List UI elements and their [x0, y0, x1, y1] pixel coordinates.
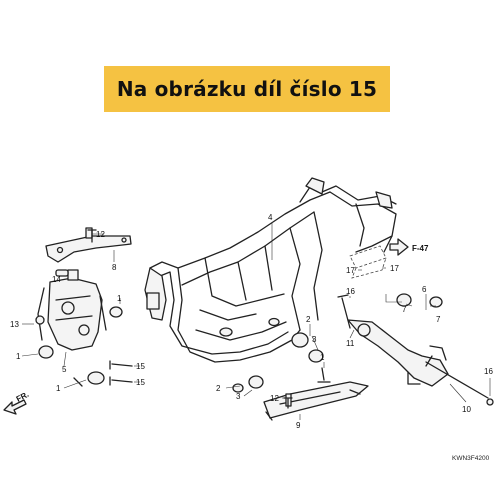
- nut-14[interactable]: [317, 367, 331, 383]
- label-7-left: 7: [402, 305, 407, 314]
- label-12-top: 12: [96, 230, 105, 239]
- label-11: 11: [346, 339, 355, 348]
- engine-hanger-5[interactable]: [37, 269, 107, 351]
- label-2-right: 2: [306, 315, 311, 324]
- collar-14[interactable]: [55, 269, 69, 277]
- main-frame[interactable]: [144, 177, 397, 363]
- bolt-16-left[interactable]: [337, 294, 351, 329]
- leader-lines: [21, 222, 491, 420]
- f47-callout-label: F-47: [412, 244, 429, 253]
- f47-reference-arrow: [389, 238, 409, 256]
- label-15-upper: 15: [136, 362, 145, 371]
- label-16-left: 16: [346, 287, 355, 296]
- banner-text: Na obrázku díl číslo 15: [116, 77, 378, 101]
- label-6: 6: [422, 285, 427, 294]
- label-9: 9: [296, 421, 301, 430]
- label-14-center: 1: [320, 353, 325, 362]
- label-1-right: 1: [117, 294, 122, 303]
- label-17-left: 17: [346, 266, 355, 275]
- label-14: 14: [52, 275, 61, 284]
- bracket-f47[interactable]: [349, 245, 387, 279]
- front-direction-arrow: [3, 399, 27, 415]
- label-17-right: 17: [390, 264, 399, 273]
- label-7-right: 7: [436, 315, 441, 324]
- label-16-right: 16: [484, 367, 493, 376]
- upper-bracket-8[interactable]: [45, 227, 132, 263]
- part-number-banner: Na obrázku díl číslo 15: [104, 66, 390, 112]
- label-13: 13: [10, 320, 19, 329]
- bolts-15[interactable]: [73, 360, 133, 387]
- label-8: 8: [112, 263, 117, 272]
- label-3-right: 3: [312, 335, 317, 344]
- label-1-left: 1: [16, 352, 21, 361]
- rubber-bushings-1[interactable]: [35, 306, 123, 385]
- label-10: 10: [462, 405, 471, 414]
- label-12-bottom: 12: [270, 394, 279, 403]
- stand-pivot-bolt-10[interactable]: [425, 355, 494, 406]
- diagram-code: KWN3F4200: [452, 455, 490, 462]
- step-bar-9[interactable]: [263, 381, 369, 421]
- label-1-bottom: 1: [56, 384, 61, 393]
- main-stand-6[interactable]: [347, 293, 449, 387]
- label-4: 4: [268, 213, 273, 222]
- label-3-left: 3: [236, 392, 241, 401]
- front-direction-label: FR.: [15, 390, 31, 404]
- label-15-lower: 15: [136, 378, 145, 387]
- engine-mount-2-3[interactable]: [232, 332, 324, 393]
- label-2-left: 2: [216, 384, 221, 393]
- label-5: 5: [62, 365, 67, 374]
